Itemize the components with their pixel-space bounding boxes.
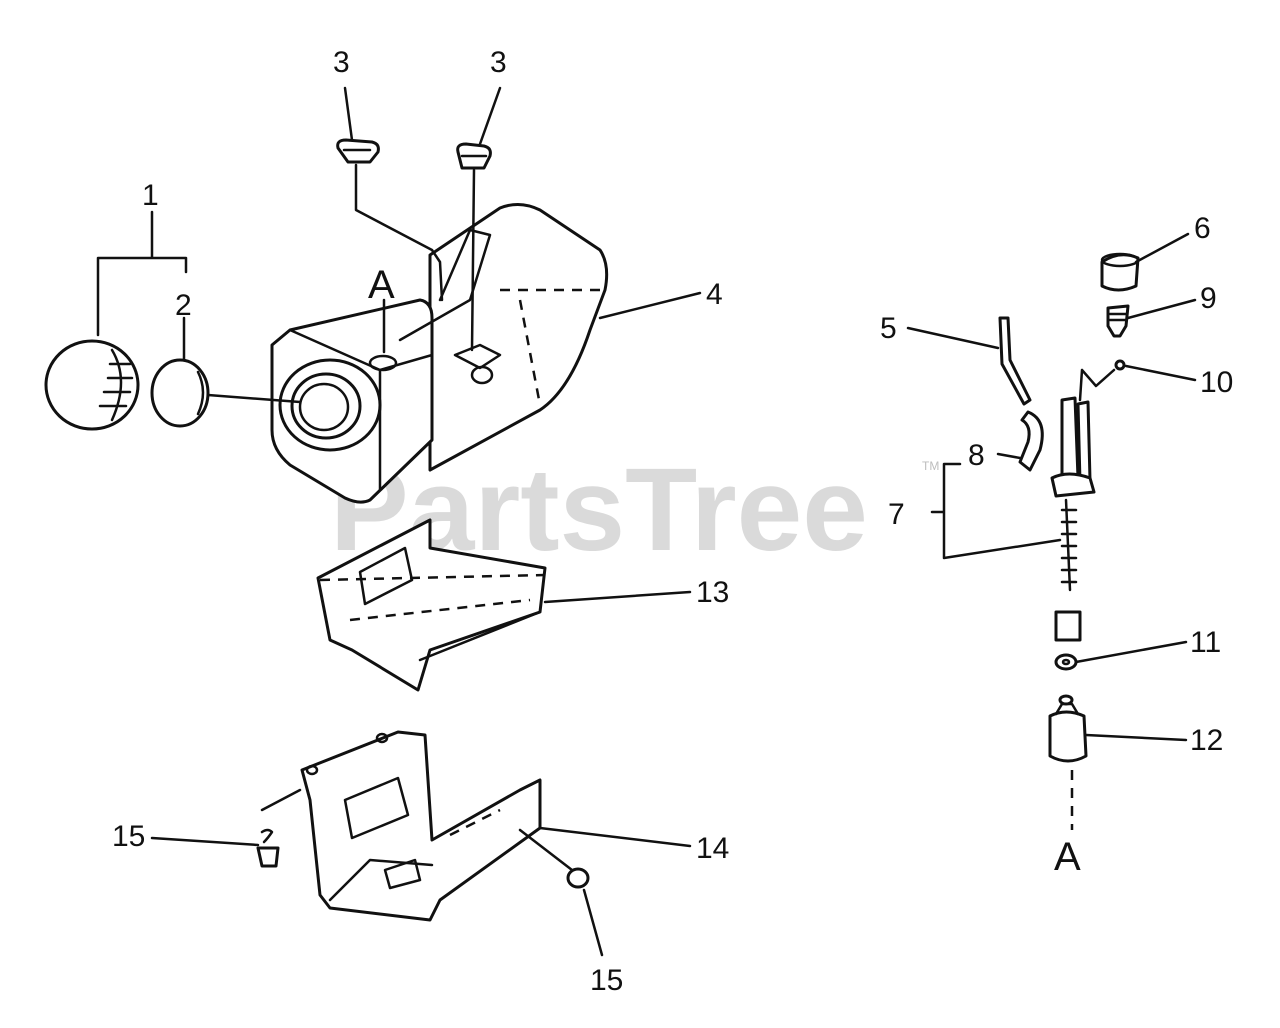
vent-valve[interactable] — [1106, 304, 1130, 338]
fuel-filter[interactable] — [1048, 694, 1088, 763]
callout-7: 7 — [888, 498, 905, 531]
callout-14: 14 — [696, 832, 729, 865]
fuel-tank[interactable] — [270, 203, 609, 504]
grommet-right[interactable] — [456, 142, 492, 170]
ref-a-top: A — [368, 263, 395, 307]
callout-9: 9 — [1200, 282, 1217, 315]
callout-10: 10 — [1200, 366, 1233, 399]
callout-1: 1 — [142, 179, 159, 212]
lower-guard[interactable] — [300, 730, 542, 922]
watermark-trademark: TM — [922, 459, 939, 473]
cap-gasket[interactable] — [150, 358, 210, 428]
grommet-left[interactable] — [336, 138, 380, 164]
callout-3-right: 3 — [490, 46, 507, 79]
fuel-line[interactable] — [998, 316, 1032, 406]
callout-4: 4 — [706, 278, 723, 311]
upper-guard[interactable] — [316, 518, 547, 692]
screw-left[interactable] — [256, 828, 280, 868]
callout-6: 6 — [1194, 212, 1211, 245]
callout-labels: 1 2 3 3 A 4 5 6 9 10 8 7 13 11 12 14 15 … — [112, 46, 1233, 997]
callout-2: 2 — [175, 289, 192, 322]
callout-5: 5 — [880, 312, 897, 345]
callout-13: 13 — [696, 576, 729, 609]
ref-a-bottom: A — [1054, 835, 1081, 879]
callout-12: 12 — [1190, 724, 1223, 757]
fuel-pickup-assembly[interactable] — [1050, 396, 1096, 592]
screw-right[interactable] — [566, 867, 590, 889]
callout-11: 11 — [1190, 626, 1221, 659]
washer[interactable] — [1054, 653, 1078, 671]
callout-3-left: 3 — [333, 46, 350, 79]
hose-elbow[interactable] — [1018, 410, 1044, 472]
pickup-sleeve[interactable] — [1054, 610, 1082, 642]
check-ball[interactable] — [1114, 359, 1126, 371]
callout-15-left: 15 — [112, 820, 145, 853]
leader-lines — [96, 86, 1197, 957]
callout-8: 8 — [968, 439, 985, 472]
fuel-cap[interactable] — [44, 339, 140, 431]
vent-cap[interactable] — [1100, 252, 1140, 292]
callout-15-right: 15 — [590, 964, 623, 997]
